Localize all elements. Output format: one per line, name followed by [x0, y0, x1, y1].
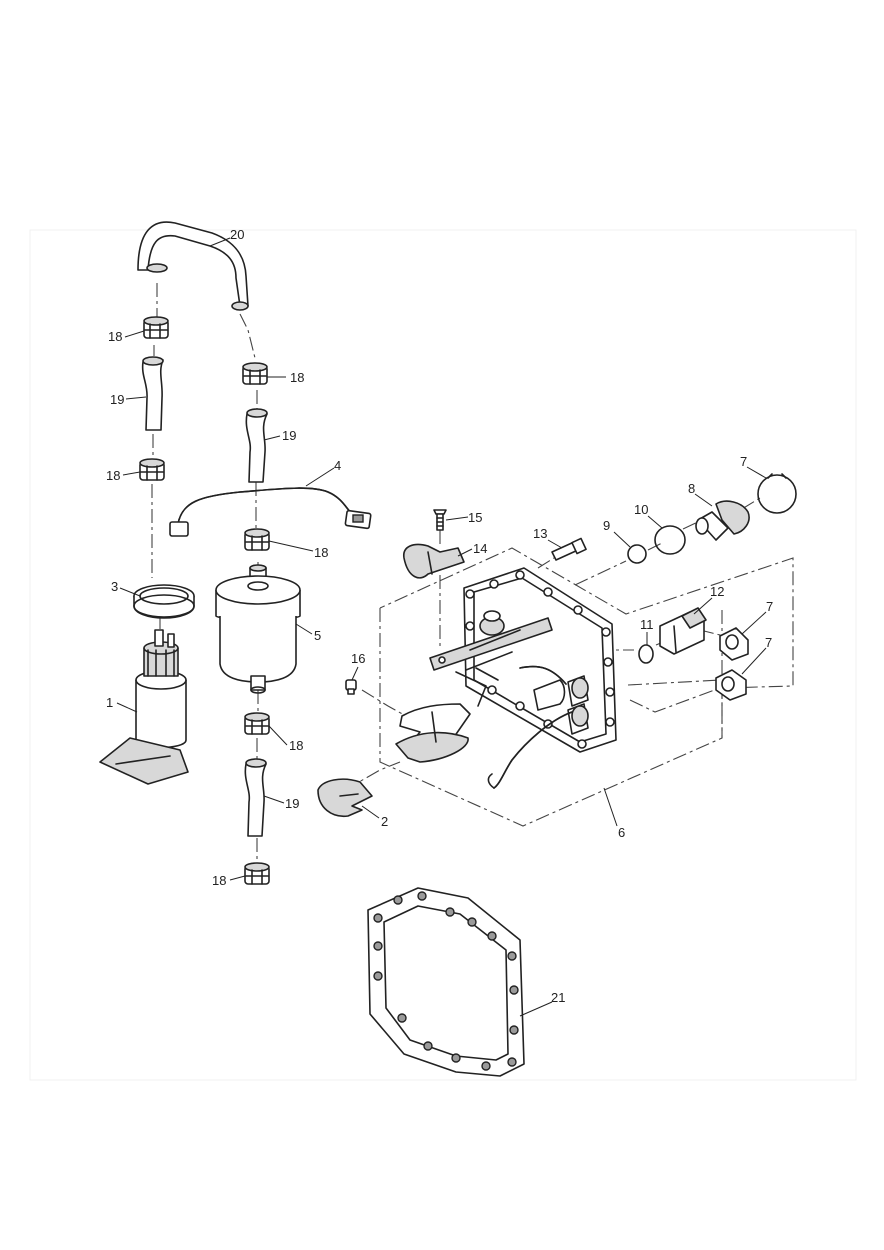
- part-19-hose-c: [244, 758, 267, 837]
- callout-17: 16: [351, 651, 365, 666]
- part-10-o-ring-small: [627, 544, 647, 564]
- part-18-hose-clamp-d: [244, 528, 270, 551]
- callout-15: 14: [473, 541, 487, 556]
- part-1-fuel-pump: [99, 629, 189, 785]
- callout-8: 7: [740, 454, 747, 469]
- callout-5: 5: [314, 628, 321, 643]
- part-19-hose-b: [245, 408, 268, 483]
- part-16-screw: [433, 509, 447, 531]
- part-4-wiring-harness: [169, 487, 372, 537]
- part-12-o-ring: [638, 644, 654, 664]
- callout-19-a: 19: [110, 392, 124, 407]
- callout-18-f: 18: [212, 873, 226, 888]
- leader-lines: [116, 237, 767, 1017]
- callout-18-e: 18: [289, 738, 303, 753]
- callout-20: 20: [230, 227, 244, 242]
- part-18-hose-clamp-f: [244, 862, 270, 885]
- part-9-regulator: [695, 500, 750, 541]
- callout-6: 6: [618, 825, 625, 840]
- callout-2: 2: [381, 814, 388, 829]
- callout-7-lower: 7: [765, 635, 772, 650]
- callout-18-b: 18: [290, 370, 304, 385]
- part-18-hose-clamp-e: [244, 712, 270, 735]
- part-6-pump-mounting-plate: [395, 567, 617, 789]
- callout-9: 8: [688, 481, 695, 496]
- callout-labels: 20 18 18 19 19 18 4 18 3 5 1 18 19 2 18 …: [106, 227, 773, 1005]
- callout-1: 1: [106, 695, 113, 710]
- part-7-fitting-lower: [715, 669, 747, 701]
- callout-13: 12: [710, 584, 724, 599]
- part-21-gasket: [367, 887, 525, 1077]
- part-18-hose-clamp-a: [143, 316, 169, 339]
- gasket-bolt-holes: [373, 891, 519, 1071]
- part-8-circlip: [757, 473, 797, 514]
- callout-18-c: 18: [106, 468, 120, 483]
- callout-19-b: 19: [282, 428, 296, 443]
- part-13-connector: [659, 607, 707, 655]
- part-17-screw: [345, 679, 357, 695]
- callout-3: 3: [111, 579, 118, 594]
- callout-14: 13: [533, 526, 547, 541]
- callout-19-c: 19: [285, 796, 299, 811]
- callout-21: 21: [551, 990, 565, 1005]
- scan-frame: [29, 229, 857, 1081]
- part-11-o-ring-large: [654, 525, 686, 555]
- callout-10: 9: [603, 518, 610, 533]
- plate-bolt-holes: [465, 570, 615, 749]
- assembly-6-boundary: [379, 547, 794, 827]
- part-14-bolt: [551, 537, 587, 561]
- part-18-hose-clamp-b: [242, 362, 268, 385]
- part-15-bracket-cover: [403, 543, 465, 579]
- callout-7-upper: 7: [766, 599, 773, 614]
- part-19-hose-a: [141, 356, 164, 431]
- callout-18-a: 18: [108, 329, 122, 344]
- part-3-pump-seal-ring: [133, 584, 195, 619]
- part-2-cam-plate: [317, 778, 373, 817]
- callout-18-d: 18: [314, 545, 328, 560]
- part-18-hose-clamp-c: [139, 458, 165, 481]
- callout-16: 15: [468, 510, 482, 525]
- callout-4: 4: [334, 458, 341, 473]
- part-5-fuel-filter: [215, 564, 301, 694]
- part-20-bent-hose: [137, 221, 249, 311]
- callout-11: 10: [634, 502, 648, 517]
- part-7-fitting-upper: [719, 627, 749, 661]
- callout-12: 11: [640, 617, 654, 632]
